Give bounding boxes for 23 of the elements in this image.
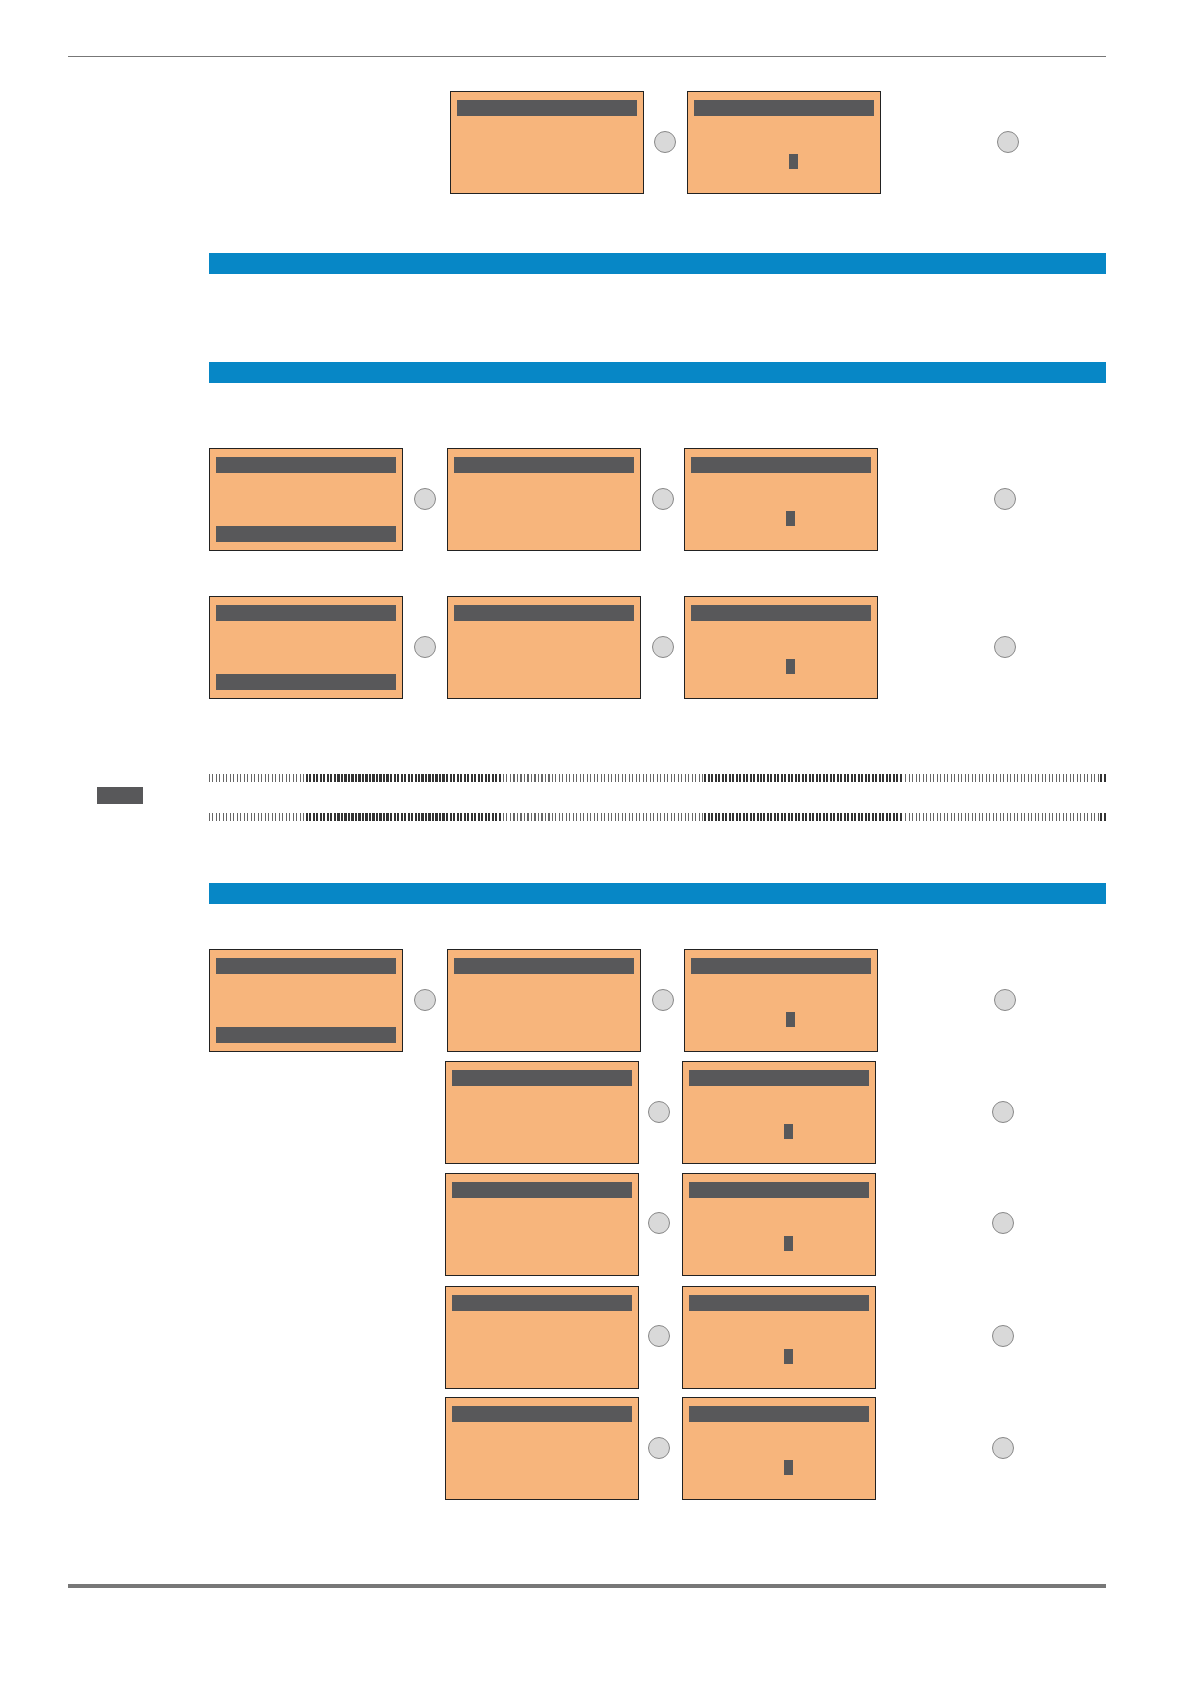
display-screen [684,949,878,1052]
display-screen [209,949,403,1052]
display-screen [447,448,641,551]
display-screen [445,1173,639,1276]
display-screen [209,596,403,699]
display-screen [682,1061,876,1164]
display-screen [687,91,881,194]
display-screen [684,448,878,551]
display-screen [447,949,641,1052]
section-bar [209,362,1106,383]
tab-marker [97,787,143,804]
display-screen [450,91,644,194]
display-screen [682,1286,876,1389]
display-screen [445,1061,639,1164]
display-screen [447,596,641,699]
display-screen [445,1286,639,1389]
section-bar [209,253,1106,274]
display-screen [682,1397,876,1500]
section-bar [209,883,1106,904]
display-screen [445,1397,639,1500]
display-screen [209,448,403,551]
display-screen [684,596,878,699]
display-screen [682,1173,876,1276]
